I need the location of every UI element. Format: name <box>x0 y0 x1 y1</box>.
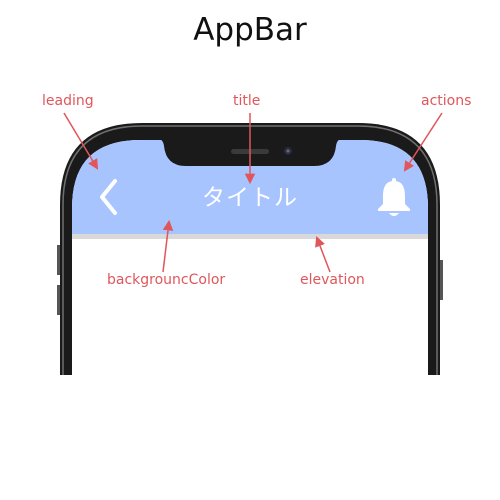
arrow-elevation <box>315 236 331 273</box>
arrow-leading <box>63 112 99 170</box>
annotation-elevation: elevation <box>300 272 365 288</box>
bell-icon <box>378 178 410 216</box>
appbar-elevation <box>72 234 428 239</box>
annotation-actions: actions <box>421 93 472 109</box>
appbar-title: タイトル <box>202 185 298 211</box>
annotation-title: title <box>233 93 261 109</box>
annotation-leading: leading <box>42 93 94 109</box>
phone-side-button <box>57 245 60 275</box>
page-title: AppBar <box>193 12 307 48</box>
arrow-actions <box>403 112 443 172</box>
arrow-background-color <box>162 219 174 273</box>
chevron-left-icon <box>100 179 117 215</box>
notch-camera-lens <box>286 149 290 153</box>
annotation-background-color: backgrouncColor <box>107 272 226 288</box>
phone-side-button <box>57 285 60 315</box>
appbar-background <box>72 140 428 234</box>
phone-side-button <box>440 260 443 300</box>
